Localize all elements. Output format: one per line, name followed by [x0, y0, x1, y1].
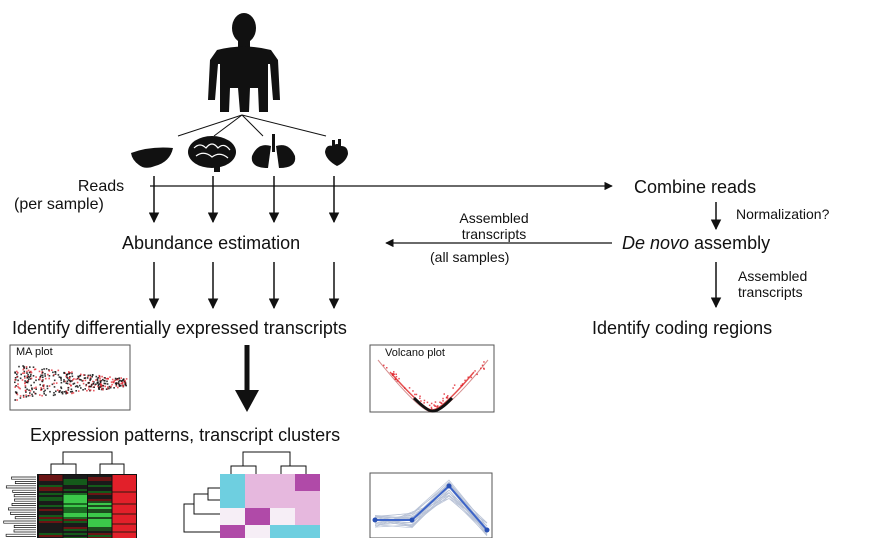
normalization-label: Normalization?	[736, 206, 830, 222]
brain-icon	[188, 136, 236, 172]
liver-icon	[131, 147, 173, 168]
cluster-line-plot	[369, 472, 493, 538]
expression-patterns-label: Expression patterns, transcript clusters	[30, 425, 341, 445]
abundance-estimation-label: Abundance estimation	[122, 233, 301, 253]
abundance-to-de-arrows	[148, 262, 340, 310]
assembled-right-1: Assembled	[738, 268, 808, 284]
assembled-right-label: Assembled transcripts	[738, 268, 807, 300]
combine-reads-label: Combine reads	[634, 177, 757, 197]
heatmap-red-green	[3, 451, 137, 538]
assembly-text: assembly	[689, 233, 771, 253]
lungs-icon	[251, 134, 296, 168]
heatmap-cyan-magenta	[183, 451, 320, 538]
de-to-patterns-arrow	[235, 345, 259, 412]
assembled-right-2: transcripts	[738, 284, 803, 300]
reads-to-abundance-arrows	[148, 176, 340, 224]
ma-plot-label: MA plot	[16, 346, 53, 358]
volcano-plot-panel	[369, 344, 495, 413]
heart-icon	[325, 139, 348, 166]
reads-label: Reads	[77, 178, 125, 195]
identify-coding-label: Identify coding regions	[592, 318, 773, 338]
assembled-transcripts-label: Assembled transcripts	[424, 210, 564, 242]
assembled-top: Assembled	[459, 210, 529, 226]
identify-de-label: Identify differentially expressed transc…	[12, 318, 347, 338]
de-novo-assembly-label: De novo assembly	[622, 233, 770, 254]
per-sample-label: (per sample)	[14, 196, 104, 213]
transcripts-top: transcripts	[461, 226, 527, 242]
de-novo-text: De novo	[622, 233, 690, 253]
human-silhouette-icon	[208, 13, 280, 112]
body-to-organ-lines	[177, 114, 327, 137]
ma-plot-panel	[9, 344, 131, 411]
volcano-plot-label: Volcano plot	[385, 347, 445, 359]
all-samples-label: (all samples)	[430, 249, 510, 265]
